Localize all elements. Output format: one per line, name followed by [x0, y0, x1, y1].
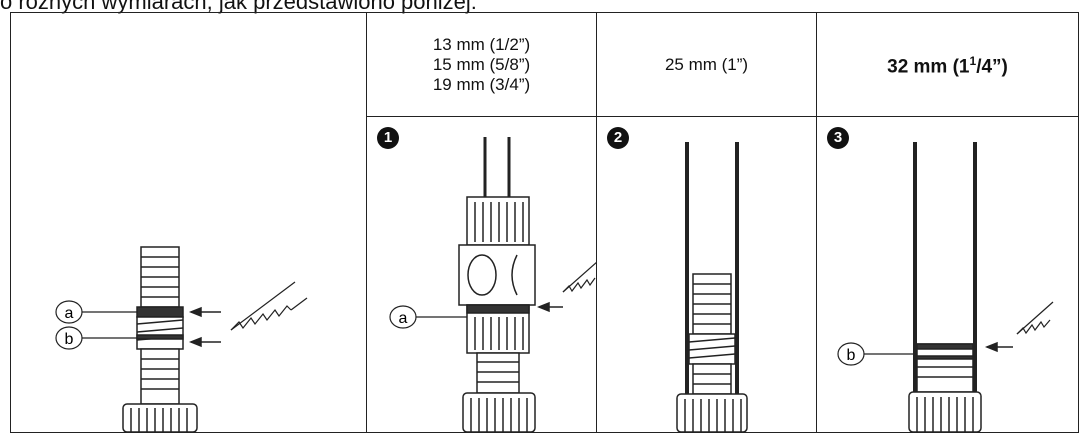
hose-size-table: a b 13 mm (1/2”) 15 mm (5/8”) 19 mm (3/4… [10, 12, 1079, 433]
intro-text: o różnych wymiarach, jak przedstawiono p… [0, 0, 477, 14]
header-small-sizes: 13 mm (1/2”) 15 mm (5/8”) 19 mm (3/4”) [366, 12, 597, 117]
step-3-badge: 3 [827, 127, 849, 149]
overview-cell: a b [10, 12, 367, 433]
step-1-illustration: a [389, 137, 597, 432]
label-a: a [65, 305, 74, 322]
step-1-label-a: a [399, 310, 408, 327]
header-size-13: 13 mm (1/2”) [432, 34, 531, 54]
step-2-cell: 2 [596, 116, 817, 433]
step-1-badge: 1 [377, 127, 399, 149]
step-2-badge: 2 [607, 127, 629, 149]
header-size-32: 32 mm (11/4”) [816, 12, 1079, 117]
step-3-cell: 3 b [816, 116, 1079, 433]
header-size-32-tail: /4”) [976, 56, 1008, 78]
connector-overview-illustration: a b [55, 246, 308, 432]
header-size-19: 19 mm (3/4”) [432, 74, 531, 94]
label-b: b [65, 331, 74, 348]
header-size-25: 25 mm (1”) [596, 12, 817, 117]
step-1-cell: 1 [366, 116, 597, 433]
step-2-illustration [676, 142, 748, 432]
header-size-32-sup: 1 [969, 54, 977, 69]
header-size-32-main: 32 mm (1 [887, 56, 970, 78]
step-3-illustration: b [837, 142, 1054, 432]
step-3-label-b: b [847, 347, 856, 364]
header-size-15: 15 mm (5/8”) [432, 54, 531, 74]
